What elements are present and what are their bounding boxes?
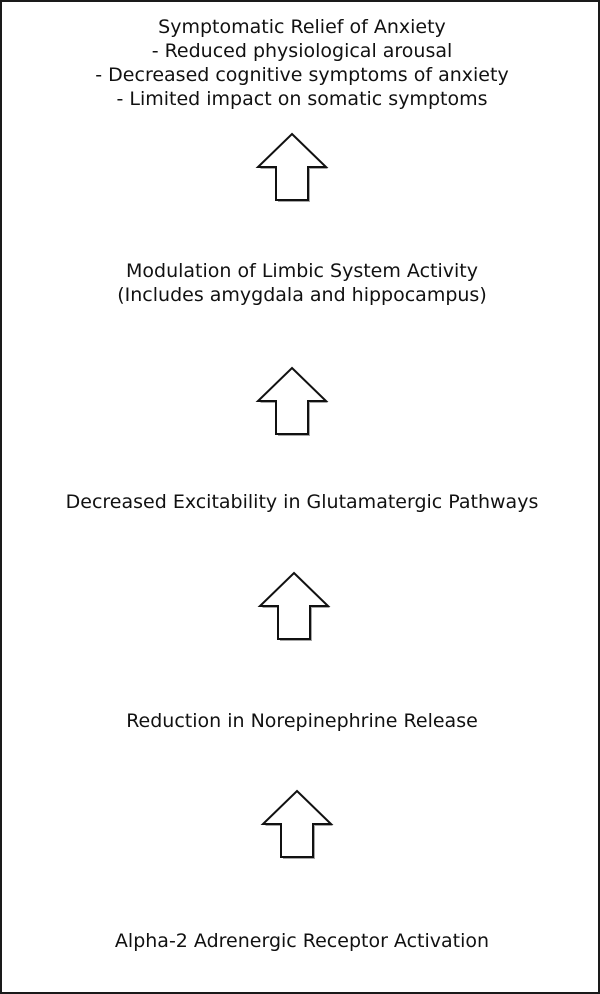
- node-title: Reduction in Norepinephrine Release: [126, 710, 478, 732]
- node-bullet: - Limited impact on somatic symptoms: [116, 88, 488, 110]
- node-bullet: - Reduced physiological arousal: [151, 40, 453, 62]
- up-arrow-icon: [252, 130, 332, 210]
- node-norepinephrine: Reduction in Norepinephrine Release: [2, 709, 600, 733]
- node-title: Modulation of Limbic System Activity: [126, 260, 478, 282]
- node-bullet: - Decreased cognitive symptoms of anxiet…: [95, 64, 509, 86]
- up-arrow-icon: [257, 787, 337, 867]
- up-arrow-icon: [252, 364, 332, 444]
- node-limbic-modulation: Modulation of Limbic System Activity (In…: [2, 259, 600, 307]
- node-title: Alpha-2 Adrenergic Receptor Activation: [114, 930, 490, 952]
- up-arrow-icon: [254, 569, 334, 649]
- node-symptomatic-relief: Symptomatic Relief of Anxiety - Reduced …: [2, 15, 600, 111]
- node-subtitle: (Includes amygdala and hippocampus): [117, 284, 487, 306]
- node-glutamatergic: Decreased Excitability in Glutamatergic …: [2, 490, 600, 514]
- node-title: Decreased Excitability in Glutamatergic …: [65, 491, 539, 513]
- node-title: Symptomatic Relief of Anxiety: [158, 16, 446, 38]
- node-alpha2: Alpha-2 Adrenergic Receptor Activation: [2, 929, 600, 953]
